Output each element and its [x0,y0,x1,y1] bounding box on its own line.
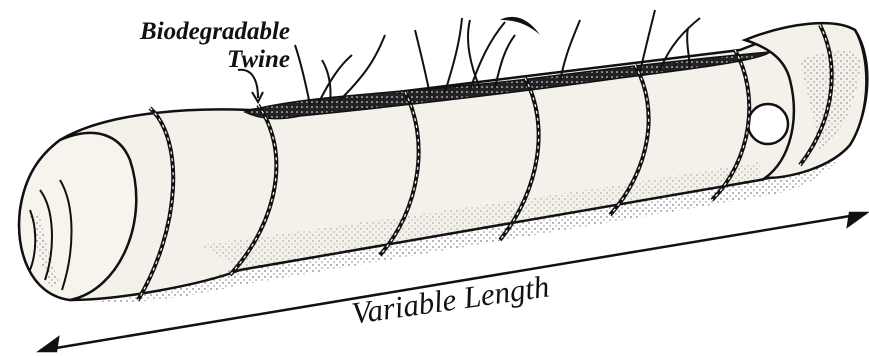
twine-label-line1: Biodegradable [70,18,290,46]
twine-label-line2: Twine [70,46,290,74]
twine-leader-line [238,70,258,98]
opening-hole-icon [748,104,788,144]
twine-label: Biodegradable Twine [70,18,290,74]
